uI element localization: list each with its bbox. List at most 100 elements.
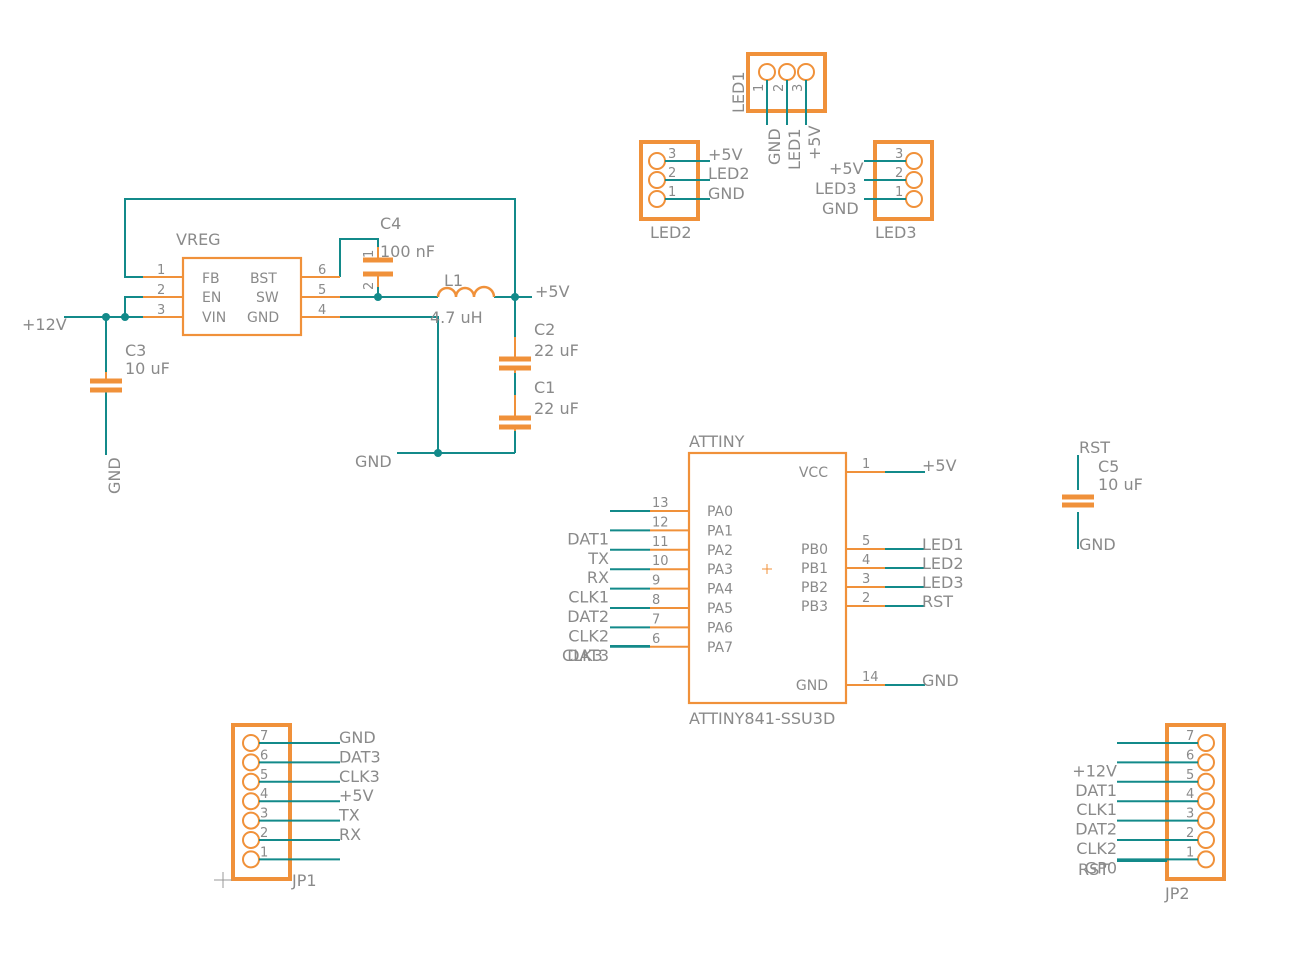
attiny-pin-name: GND bbox=[796, 678, 828, 694]
vreg-pin-name: GND bbox=[247, 310, 279, 326]
attiny-value: ATTINY841-SSU3D bbox=[689, 709, 835, 728]
attiny-pin-num: 10 bbox=[652, 554, 669, 569]
attiny-pin-name: PA0 bbox=[707, 504, 733, 520]
c1-value: 22 uF bbox=[534, 399, 579, 418]
attiny-pin-num: 7 bbox=[652, 612, 660, 627]
l1-value: 4.7 uH bbox=[430, 308, 483, 327]
led2-pin-num: 1 bbox=[668, 185, 676, 200]
net-label-clk3: CLK3 bbox=[562, 646, 603, 665]
attiny-pin-num: 11 bbox=[652, 535, 669, 550]
jp1-pin-num: 2 bbox=[260, 826, 268, 841]
c2-name: C2 bbox=[534, 320, 555, 339]
net-label-gnd: GND bbox=[1079, 535, 1116, 554]
jp2-pin-num: 3 bbox=[1186, 807, 1194, 822]
jp2-pad bbox=[1197, 850, 1215, 869]
capacitor-c1[interactable] bbox=[499, 395, 531, 431]
net-label: DAT3 bbox=[567, 646, 609, 665]
jp2-pin-num: 4 bbox=[1186, 787, 1194, 802]
capacitor-c5[interactable] bbox=[1062, 455, 1094, 549]
vreg-body[interactable] bbox=[181, 256, 303, 337]
led3-pin-num: 1 bbox=[895, 185, 903, 200]
net-label: GND bbox=[339, 728, 376, 747]
net-label: CLK2 bbox=[568, 626, 609, 645]
attiny-pin-name: PA4 bbox=[707, 582, 733, 598]
wire-bst-c4 bbox=[339, 238, 379, 277]
led3-pin-num: 2 bbox=[895, 166, 903, 181]
net-label: +5V bbox=[339, 786, 374, 805]
led1-pin-num: 2 bbox=[772, 84, 787, 92]
c4-name: C4 bbox=[380, 214, 401, 233]
attiny-pin-name: PA5 bbox=[707, 601, 733, 617]
vreg-pin-name: SW bbox=[256, 290, 279, 306]
capacitor-c2[interactable] bbox=[499, 337, 531, 373]
connector-led2[interactable] bbox=[639, 140, 710, 221]
jp1-pin-num: 1 bbox=[260, 845, 268, 860]
jp1-pad bbox=[242, 831, 260, 849]
vreg-pin-num: 5 bbox=[318, 283, 326, 298]
attiny-pin-name: PA7 bbox=[707, 640, 733, 656]
net-label: +12V bbox=[1072, 761, 1117, 780]
jp2-pad bbox=[1197, 753, 1215, 772]
net-label: LED1 bbox=[922, 535, 964, 554]
net-label: GND bbox=[922, 671, 959, 690]
c2-value: 22 uF bbox=[534, 341, 579, 360]
capacitor-c4[interactable] bbox=[363, 247, 393, 287]
net-label-gnd: GND bbox=[708, 184, 745, 203]
attiny-pin-num: 13 bbox=[652, 496, 669, 511]
c1-name: C1 bbox=[534, 378, 555, 397]
jp2-pin-num: 7 bbox=[1186, 729, 1194, 744]
jp1-pad bbox=[242, 811, 260, 830]
net-label: RST bbox=[922, 592, 953, 611]
led1-pin-num: 1 bbox=[752, 84, 767, 92]
connector-led1[interactable] bbox=[746, 52, 827, 125]
c4-pin-num: 2 bbox=[362, 282, 377, 290]
net-label: +5V bbox=[922, 456, 957, 475]
attiny-pin-name: PA6 bbox=[707, 620, 733, 636]
attiny-body[interactable] bbox=[687, 451, 848, 705]
net-label: TX bbox=[338, 806, 360, 825]
net-label: RX bbox=[339, 825, 361, 844]
vreg-pin-name: FB bbox=[202, 271, 220, 287]
net-label: RX bbox=[587, 568, 609, 587]
net-label-5v: +5V bbox=[805, 125, 824, 160]
wire-vreg-gnd bbox=[340, 316, 439, 453]
connector-led3[interactable] bbox=[864, 140, 934, 221]
capacitor-c3[interactable] bbox=[90, 372, 122, 393]
origin-cross bbox=[762, 564, 772, 574]
c3-value: 10 uF bbox=[125, 359, 170, 378]
c4-pin-num: 1 bbox=[362, 250, 377, 258]
inductor-l1[interactable] bbox=[436, 285, 496, 298]
jp2-pin-num: 6 bbox=[1186, 748, 1194, 763]
led1-pin-num: 3 bbox=[791, 84, 806, 92]
jp2-pad bbox=[1197, 772, 1215, 791]
attiny-pin-num: 5 bbox=[862, 534, 870, 549]
led3-pin-num: 3 bbox=[895, 147, 903, 162]
jp1-name: JP1 bbox=[291, 871, 317, 890]
net-label: DAT2 bbox=[567, 607, 609, 626]
vreg-pin-name: EN bbox=[202, 290, 221, 306]
vreg-pin-num: 6 bbox=[318, 263, 326, 278]
vreg-pin-num: 4 bbox=[318, 303, 326, 318]
vreg-name: VREG bbox=[176, 230, 221, 249]
led1-conn-name: LED1 bbox=[729, 71, 748, 113]
net-label-gnd: GND bbox=[105, 457, 124, 494]
jp2-name: JP2 bbox=[1164, 884, 1190, 903]
jp1-pad bbox=[242, 753, 260, 772]
vreg-pin-num: 3 bbox=[157, 303, 165, 318]
attiny-pin-name: PA1 bbox=[707, 523, 733, 539]
attiny-pin-name: PA3 bbox=[707, 562, 733, 578]
net-label-rst: RST bbox=[1078, 860, 1109, 879]
jp1-pad bbox=[242, 772, 260, 791]
net-label-5v: +5V bbox=[829, 159, 864, 178]
jp1-pin-num: 7 bbox=[260, 729, 268, 744]
jp2-pin-num: 1 bbox=[1186, 845, 1194, 860]
net-label: CLK1 bbox=[1076, 800, 1117, 819]
c5-value: 10 uF bbox=[1098, 475, 1143, 494]
net-label: LED2 bbox=[922, 554, 964, 573]
jp1-pin-num: 3 bbox=[260, 807, 268, 822]
attiny-pin-num: 9 bbox=[652, 574, 660, 589]
net-label-led1: LED1 bbox=[785, 128, 804, 170]
net-label-gnd: GND bbox=[355, 452, 392, 471]
